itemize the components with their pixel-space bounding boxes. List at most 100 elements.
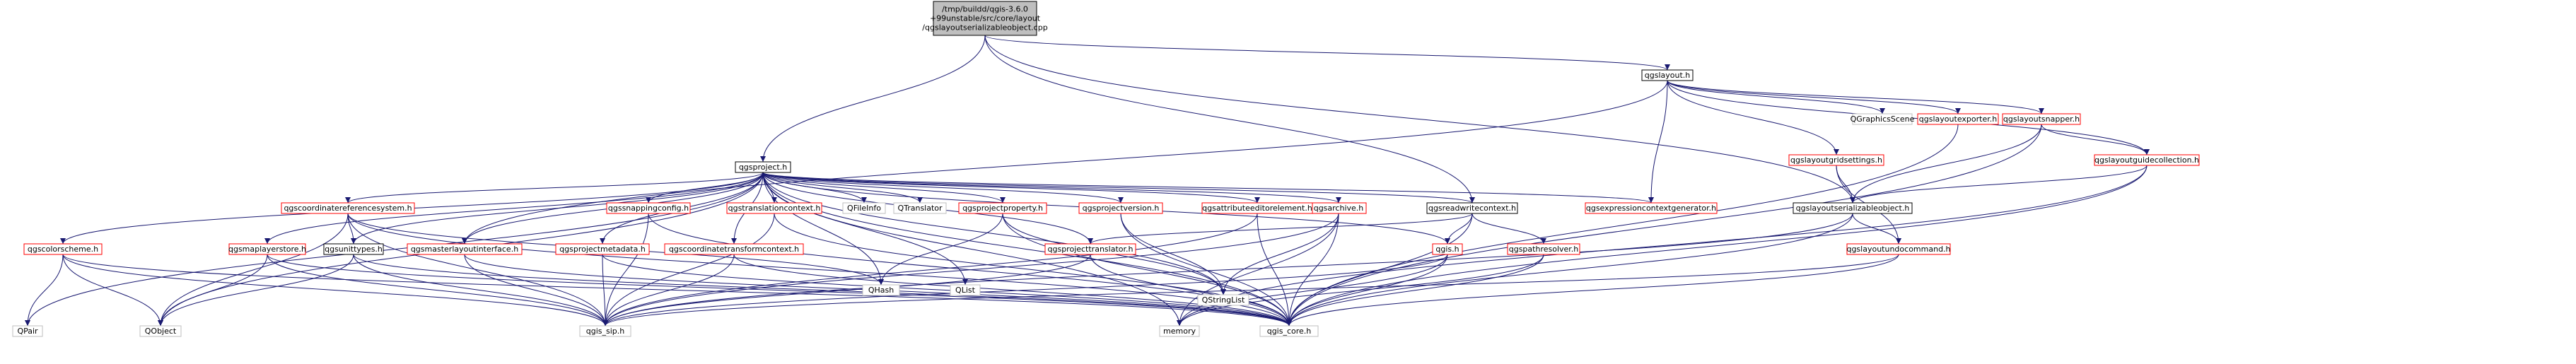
edge-qgsproject-to-qstringlist [762, 172, 1226, 295]
node-qgis_sip-box [579, 325, 631, 337]
node-qgsattributeeditorelement-box [1201, 202, 1313, 214]
edge-qgis-to-qgis_core [1286, 254, 1448, 327]
node-qgsreadwritecontext[interactable]: qgsreadwritecontext.h [1426, 202, 1518, 214]
edge-qgslayout-to-qgslayoutsnapper [1667, 80, 2044, 115]
edge-qgscoordinatetransformcontext-to-qgis_core [733, 254, 1292, 327]
node-qgslayoutundocommand-box [1846, 243, 1951, 255]
edge-qgslayoutserializableobject-to-qgis_core [1286, 213, 1853, 327]
node-qgsreadwritecontext-label-0: qgsreadwritecontext.h [1428, 204, 1516, 213]
node-qgsmaplayerstore-box [228, 243, 306, 255]
node-qgsproject[interactable]: qgsproject.h [735, 161, 791, 173]
node-qgslayoutundocommand[interactable]: qgslayoutundocommand.h [1846, 243, 1951, 255]
edge-qgsprojectproperty-to-qhash [878, 213, 1003, 286]
edge-root-to-qgslayout [984, 35, 1670, 71]
node-root-label-0: /tmp/buildd/qgis-3.6.0 [942, 5, 1028, 14]
edge-qgscoordinatereferencesystem-to-qgis_sip [347, 213, 608, 327]
node-qhash-label-0: QHash [868, 286, 894, 295]
node-qgsprojectmetadata[interactable]: qgsprojectmetadata.h [555, 243, 650, 255]
edge-qgslayoutsnapper-to-qgslayoutserializableobject [1850, 124, 2042, 204]
node-qfileinfo-box [842, 202, 886, 214]
edge-qgspathresolver-to-memory [1177, 254, 1544, 327]
edge-qgsarchive-to-qstringlist [1220, 213, 1339, 295]
node-qgslayoutguidecollection[interactable]: qgslayoutguidecollection.h [2094, 154, 2200, 166]
edge-qgssnappingconfig-to-qgis_sip [602, 213, 649, 327]
node-qgslayoutsnapper-box [2002, 113, 2081, 125]
node-qgssnappingconfig[interactable]: qgssnappingconfig.h [606, 202, 691, 214]
node-qgslayoutgridsettings[interactable]: qgslayoutgridsettings.h [1788, 154, 1884, 166]
node-qgslayoutsnapper-label-0: qgslayoutsnapper.h [2003, 115, 2080, 124]
node-root-label-1: +99unstable/src/core/layout [930, 14, 1041, 23]
node-qgscoordinatetransformcontext-box [664, 243, 804, 255]
node-qgstranslationcontext[interactable]: qgstranslationcontext.h [726, 202, 822, 214]
node-qgsprojecttranslator-label-0: qgsprojecttranslator.h [1048, 245, 1133, 254]
node-qobject: QObject [139, 325, 182, 337]
edge-qgsproject-to-qgis_core [762, 172, 1292, 327]
node-qobject-box [139, 325, 182, 337]
node-qgis_core: qgis_core.h [1259, 325, 1319, 337]
node-qgsexpressioncontextgenerator[interactable]: qgsexpressioncontextgenerator.h [1585, 202, 1718, 214]
edge-qgsproject-to-qgsarchive [762, 172, 1341, 204]
edge-qgsprojecttranslator-to-qgis_sip [602, 254, 1091, 327]
node-qpair-box [12, 325, 43, 337]
node-qgsunittypes-label-0: qgsunittypes.h [325, 245, 383, 254]
node-qgslayoutexporter-box [1917, 113, 1999, 125]
node-qgis_core-label-0: qgis_core.h [1267, 327, 1312, 336]
edge-qgsprojectmetadata-to-qgis_sip [602, 254, 608, 327]
edge-qgslayoutundocommand-to-qgis_core [1286, 254, 1899, 327]
node-qgsarchive[interactable]: qgsarchive.h [1310, 202, 1367, 214]
edge-qgsunittypes-to-qgis_sip [353, 254, 608, 327]
node-qgsattributeeditorelement-label-0: qgsattributeeditorelement.h [1202, 204, 1312, 213]
node-qgsunittypes[interactable]: qgsunittypes.h [323, 243, 384, 255]
node-root[interactable]: /tmp/buildd/qgis-3.6.0+99unstable/src/co… [922, 1, 1048, 36]
node-qgslayoutguidecollection-box [2094, 154, 2200, 166]
edge-qgsarchive-to-qgis_core [1286, 213, 1339, 327]
node-qgsproject-label-0: qgsproject.h [739, 163, 787, 172]
node-memory-label-0: memory [1163, 327, 1196, 336]
node-qhash: QHash [862, 284, 900, 296]
edge-qgsproject-to-memory [762, 172, 1182, 327]
edge-qgscoordinatetransformcontext-to-qgis_sip [602, 254, 735, 327]
edge-root-to-qgslayoutserializableobject [984, 35, 1855, 204]
node-qgslayoutsnapper[interactable]: qgslayoutsnapper.h [2002, 113, 2081, 125]
node-qgsprojectmetadata-label-0: qgsprojectmetadata.h [559, 245, 646, 254]
node-qgslayoutgridsettings-box [1788, 154, 1884, 166]
node-qgslayoutguidecollection-label-0: qgslayoutguidecollection.h [2094, 155, 2199, 165]
edge-qgslayout-to-qgsexpressioncontextgenerator [1648, 80, 1668, 204]
node-qpair-label-0: QPair [17, 327, 38, 336]
node-qgspathresolver[interactable]: qgspathresolver.h [1507, 243, 1580, 255]
node-qlist-label-0: QList [955, 286, 976, 295]
node-qgscoordinatereferencesystem[interactable]: qgscoordinatereferencesystem.h [281, 202, 415, 214]
node-qgsmaplayerstore[interactable]: qgsmaplayerstore.h [228, 243, 306, 255]
node-qstringlist: QStringList [1197, 294, 1249, 306]
node-qgslayout[interactable]: qgslayout.h [1641, 69, 1694, 81]
edge-qgspathresolver-to-qgis_core [1286, 254, 1544, 327]
node-qgsmasterlayoutinterface-box [407, 243, 523, 255]
node-qgsprojectproperty-box [958, 202, 1047, 214]
node-qgsprojectproperty-label-0: qgsprojectproperty.h [962, 204, 1043, 213]
edge-qgscolorscheme-to-qgis_sip [62, 254, 608, 327]
node-qgsattributeeditorelement[interactable]: qgsattributeeditorelement.h [1201, 202, 1313, 214]
node-qgslayoutundocommand-label-0: qgslayoutundocommand.h [1846, 245, 1950, 254]
node-qgslayout-box [1641, 69, 1694, 81]
node-qgis[interactable]: qgis.h [1432, 243, 1463, 255]
edge-qgsunittypes-to-qgis_core [353, 254, 1292, 327]
edge-qgslayoutsnapper-to-qgslayoutguidecollection [2041, 124, 2150, 155]
node-qgsprojecttranslator[interactable]: qgsprojecttranslator.h [1044, 243, 1136, 255]
edge-qgsattributeeditorelement-to-qgis_sip [602, 213, 1258, 327]
node-qgsmasterlayoutinterface-label-0: qgsmasterlayoutinterface.h [411, 245, 518, 254]
node-qgsprojectversion[interactable]: qgsprojectversion.h [1078, 202, 1163, 214]
edge-qgsproject-to-qgsprojectproperty [762, 172, 1006, 204]
edge-qgsproject-to-qgssnappingconfig [646, 172, 764, 204]
edge-qgslayout-to-qgsmasterlayoutinterface [462, 80, 1668, 245]
node-qgsmasterlayoutinterface[interactable]: qgsmasterlayoutinterface.h [407, 243, 523, 255]
node-qgslayoutexporter[interactable]: qgslayoutexporter.h [1917, 113, 1999, 125]
node-qgsprojectproperty[interactable]: qgsprojectproperty.h [958, 202, 1047, 214]
edge-qgsmaplayerstore-to-qgis_core [267, 254, 1292, 327]
node-qpair: QPair [12, 325, 43, 337]
node-qgscolorscheme[interactable]: qgscolorscheme.h [23, 243, 103, 255]
node-qgscoordinatetransformcontext[interactable]: qgscoordinatetransformcontext.h [664, 243, 804, 255]
edge-qgsreadwritecontext-to-qgsprojecttranslator [1088, 213, 1473, 245]
node-qgsproject-box [735, 161, 791, 173]
node-qgslayoutserializableobject[interactable]: qgslayoutserializableobject.h [1793, 202, 1913, 214]
node-qgscoordinatetransformcontext-label-0: qgscoordinatetransformcontext.h [669, 245, 799, 254]
